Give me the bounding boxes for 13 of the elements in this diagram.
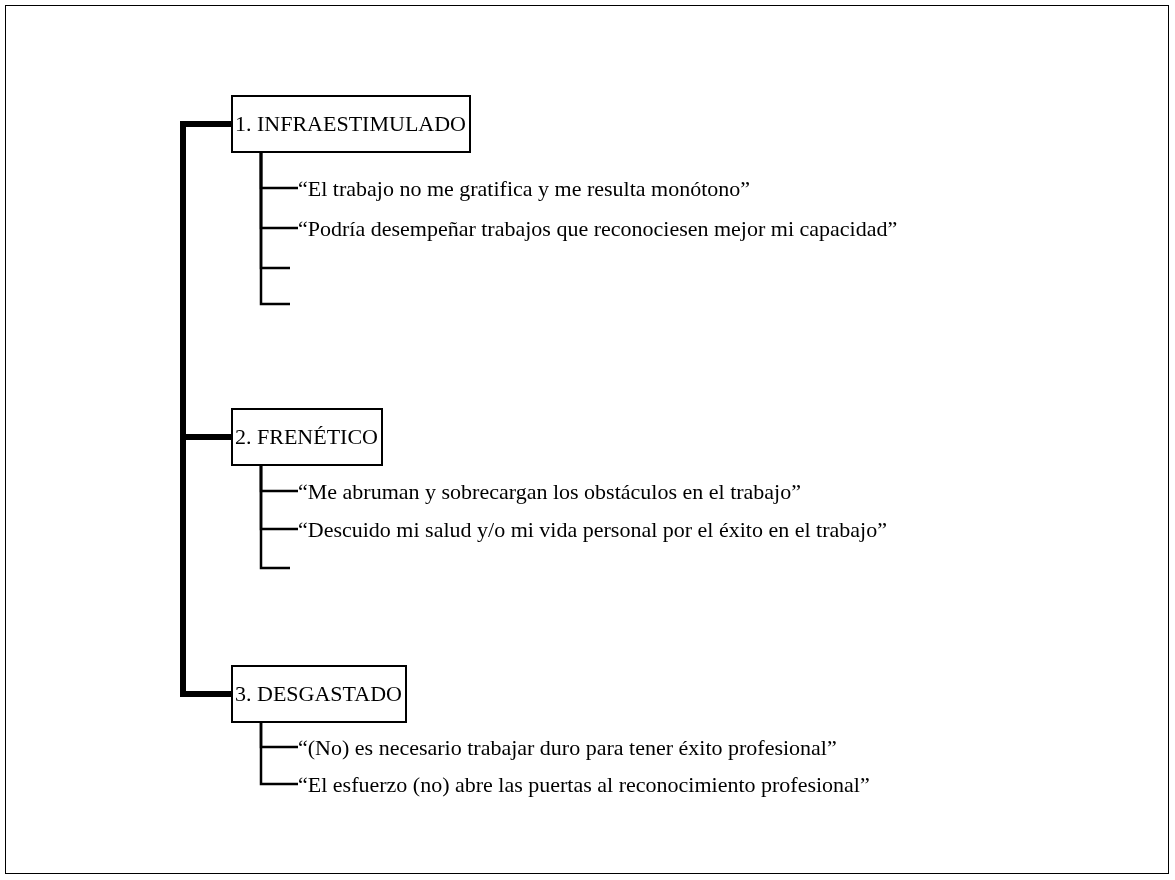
category-box: 3. DESGASTADO [231, 665, 407, 723]
statement-text: “El trabajo no me gratifica y me resulta monótono” [298, 177, 751, 199]
tree-connector [180, 121, 231, 697]
branch-line [259, 466, 290, 570]
statement-text: “(No) es necesario trabajar duro para tener éxito profesional” [298, 736, 837, 758]
statement-text: “El esfuerzo (no) abre las puertas al reconocimiento profesional” [298, 773, 870, 795]
category-box: 2. FRENÉTICO [231, 408, 383, 466]
branch-line [259, 723, 298, 786]
branch-line [259, 153, 290, 306]
category-box: 1. INFRAESTIMULADO [231, 95, 471, 153]
statement-text: “Me abruman y sobrecargan los obstáculos en el trabajo” [298, 480, 801, 502]
statement-text: “Podría desempeñar trabajos que reconociesen mejor mi capacidad” [298, 217, 898, 239]
statement-text: “Descuido mi salud y/o mi vida personal por el éxito en el trabajo” [298, 518, 887, 540]
